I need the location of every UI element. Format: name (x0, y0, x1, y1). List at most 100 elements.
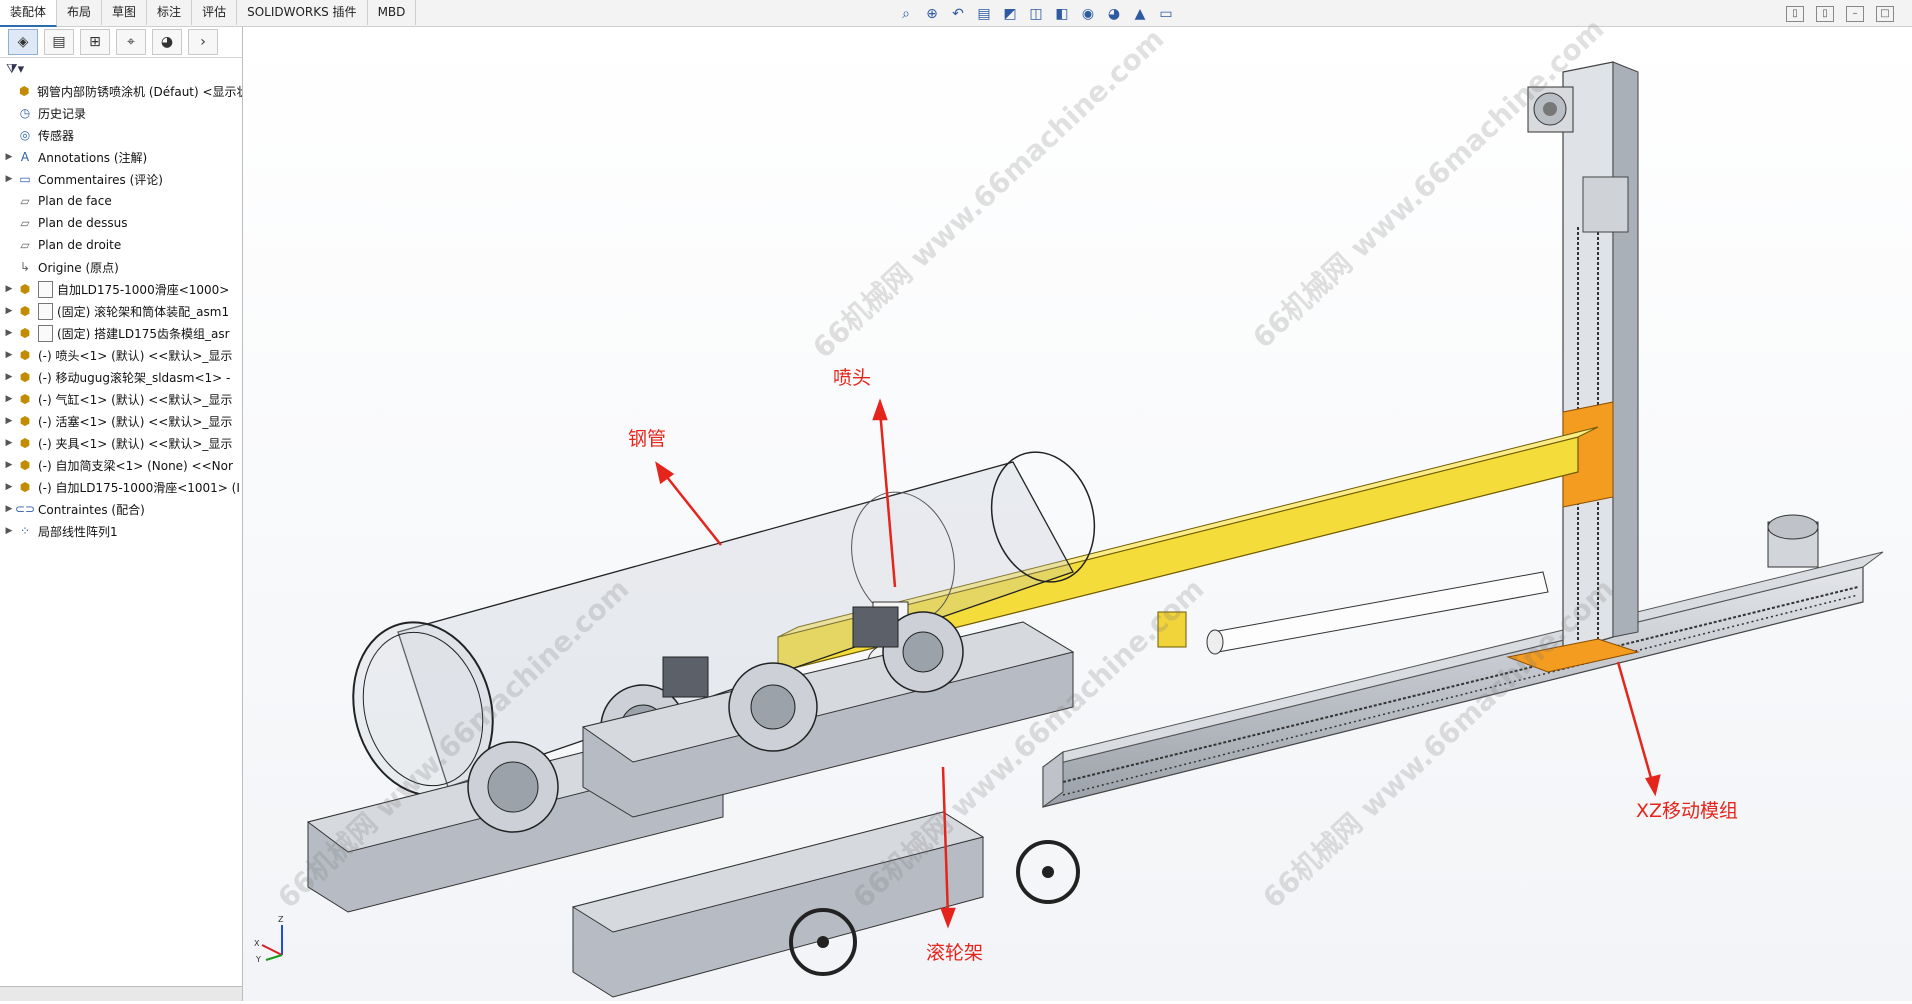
history-icon: ◷ (19, 106, 31, 120)
configuration-tab-icon[interactable]: ⊞ (80, 29, 110, 55)
callout-nozzle: 喷头 (833, 367, 872, 389)
tree-item-label: (-) 夹具<1> (默认) <<默认>_显示 (38, 436, 233, 451)
tree-item[interactable]: ▶ ⬢ (-) 气缸<1> (默认) <<默认>_显示 (2, 388, 242, 410)
tab-3[interactable]: 标注 (147, 0, 193, 25)
tree-item-label: Plan de dessus (38, 216, 128, 230)
expand-icon[interactable]: ▶ (5, 482, 13, 492)
tree-item[interactable]: ▱Plan de face (2, 190, 242, 212)
x-drive-motor (1767, 514, 1819, 568)
tree-item[interactable]: ▶⬢(-) 喷头<1> (默认) <<默认>_显示 (2, 344, 242, 366)
expand-icon[interactable]: ▶ (5, 416, 13, 426)
tree-item[interactable]: ▶⬢(-) 移动ugug滚轮架_sldasm<1> - (2, 366, 242, 388)
tree-item[interactable]: ▶ ▭ Commentaires (评论) (2, 168, 242, 190)
expand-icon[interactable]: ▶ (5, 394, 13, 404)
tree-item-label: (固定) 搭建LD175齿条模组_asr (57, 326, 230, 341)
tree-item-label: (-) 气缸<1> (默认) <<默认>_显示 (38, 392, 233, 407)
tree-item-label: 传感器 (38, 128, 75, 143)
filter-icon[interactable]: ⧩▾ (6, 61, 25, 77)
zoom-area-icon[interactable]: ⊕ (926, 6, 938, 22)
expand-icon[interactable]: ▶ (5, 174, 13, 184)
display-style-icon[interactable]: ◧ (1055, 6, 1069, 22)
tree-item[interactable]: ▶⬢(-) 夹具<1> (默认) <<默认>_显示 (2, 432, 242, 454)
tab-0[interactable]: 装配体 (0, 0, 58, 27)
axis-triad: Z X Y (252, 915, 292, 967)
appearance-icon[interactable]: ◕ (1107, 6, 1121, 22)
tree-item[interactable]: ▱Plan de droite (2, 234, 242, 256)
tree-item[interactable]: ▶ ⬢ 自加LD175-1000滑座<1000> (2, 278, 242, 300)
tree-item[interactable]: ◎传感器 (2, 124, 242, 146)
x-axis-rail (1042, 551, 1884, 808)
expand-icon[interactable]: ▶ (5, 372, 13, 382)
expand-icon[interactable]: ▶ (5, 152, 13, 162)
zoom-to-fit-icon[interactable]: ⌕ (902, 6, 910, 22)
graphics-area[interactable]: 喷头 钢管 滚轮架 XZ移动模组 66机械网 www.66machine.com… (243, 12, 1912, 1001)
tree-item[interactable]: ▶⁘局部线性阵列1 (2, 520, 242, 542)
assembly-icon: ⬢ (19, 480, 31, 494)
comment-icon: ▭ (19, 172, 31, 186)
tree-item[interactable]: ▶⬢(固定) 滚轮架和筒体装配_asm1 (2, 300, 242, 322)
expand-icon[interactable]: ▶ (5, 306, 13, 316)
expand-icon[interactable]: ▶ (5, 438, 13, 448)
tree-item[interactable]: ▱Plan de dessus (2, 212, 242, 234)
pattern-icon: ⁘ (19, 524, 31, 538)
expand-icon[interactable]: ▶ (5, 328, 13, 338)
restore-pane-icon[interactable]: ▯ (1786, 6, 1804, 22)
tree-item-label: Origine (原点) (38, 260, 119, 275)
scene-icon[interactable]: ▲ (1134, 6, 1146, 22)
expand-icon[interactable]: ▶ (5, 526, 13, 536)
minimize-icon[interactable]: – (1846, 6, 1864, 22)
tab-6[interactable]: MBD (368, 0, 417, 25)
assembly-icon: ⬢ (19, 282, 31, 296)
window-controls: ▯ ▯ – □ (1786, 6, 1894, 22)
view-orientation-icon[interactable]: ◫ (1029, 6, 1043, 22)
tree-item[interactable]: ▶⬢(-) 自加LD175-1000滑座<1001> (I (2, 476, 242, 498)
tab-1[interactable]: 布局 (57, 0, 103, 25)
tree-item[interactable]: ◷历史记录 (2, 102, 242, 124)
tree-item-label: (固定) 滚轮架和筒体装配_asm1 (57, 304, 230, 319)
air-cylinder (1157, 571, 1549, 655)
panel-toolbar: ◈ ▤ ⊞ ⌖ ◕ › (0, 27, 242, 58)
tab-5[interactable]: SOLIDWORKS 插件 (237, 0, 368, 25)
tab-2[interactable]: 草图 (102, 0, 148, 25)
origin-icon: ↳ (19, 260, 31, 274)
tree-item[interactable]: ▶ ⬢ (-) 活塞<1> (默认) <<默认>_显示 (2, 410, 242, 432)
assembly-icon: ⬢ (19, 84, 30, 98)
tree-item-label: Commentaires (评论) (38, 172, 163, 187)
tree-item[interactable]: ▶ ⬢ (固定) 搭建LD175齿条模组_asr (2, 322, 242, 344)
dynamic-annotation-icon[interactable]: ◩ (1003, 6, 1017, 22)
maximize-icon[interactable]: □ (1876, 6, 1894, 22)
feature-tree-tab-icon[interactable]: ◈ (8, 29, 38, 55)
assembly-icon: ⬢ (19, 348, 31, 362)
triad-icon (261, 925, 283, 961)
tree-item-label: 自加LD175-1000滑座<1000> (57, 282, 230, 297)
tree-item[interactable]: ↳ Origine (原点) (2, 256, 242, 278)
display-manager-tab-icon[interactable]: ◕ (152, 29, 182, 55)
tree-root[interactable]: ⬢ 钢管内部防锈喷涂机 (Défaut) <显示状 (2, 80, 242, 102)
view-settings-icon[interactable]: ▭ (1159, 6, 1173, 22)
tree-item[interactable]: ▶⊂⊃Contraintes (配合) (2, 498, 242, 520)
tree-item-label: (-) 活塞<1> (默认) <<默认>_显示 (38, 414, 233, 429)
assembly-icon: ⬢ (19, 392, 31, 406)
panel-scrollbar[interactable] (0, 986, 242, 1001)
heads-up-toolbar: ⌕ ⊕ ↶ ▤ ◩ ◫ ◧ ◉ ◕ ▲ ▭ (895, 4, 1177, 24)
tree-item[interactable]: ▶⬢(-) 自加简支梁<1> (None) <<Nor (2, 454, 242, 476)
mate-icon: ⊂⊃ (14, 502, 36, 516)
expand-icon[interactable]: ▶ (5, 460, 13, 470)
tree-item-label: Plan de droite (38, 238, 122, 252)
section-view-icon[interactable]: ▤ (977, 6, 991, 22)
expand-icon[interactable]: ▶ (5, 504, 13, 514)
tree-item-label: Plan de face (38, 194, 112, 208)
assembly-icon: ⬢ (19, 326, 31, 340)
previous-view-icon[interactable]: ↶ (952, 6, 964, 22)
expand-icon[interactable]: ▶ (5, 350, 13, 360)
expand-icon[interactable]: ▶ (5, 284, 13, 294)
hide-show-icon[interactable]: ◉ (1081, 6, 1095, 22)
tab-4[interactable]: 评估 (192, 0, 238, 25)
dimxpert-tab-icon[interactable]: ⌖ (116, 29, 146, 55)
tile-pane-icon[interactable]: ▯ (1816, 6, 1834, 22)
property-manager-tab-icon[interactable]: ▤ (44, 29, 74, 55)
panel-more-icon[interactable]: › (188, 29, 218, 55)
assembly-icon: ⬢ (19, 414, 31, 428)
